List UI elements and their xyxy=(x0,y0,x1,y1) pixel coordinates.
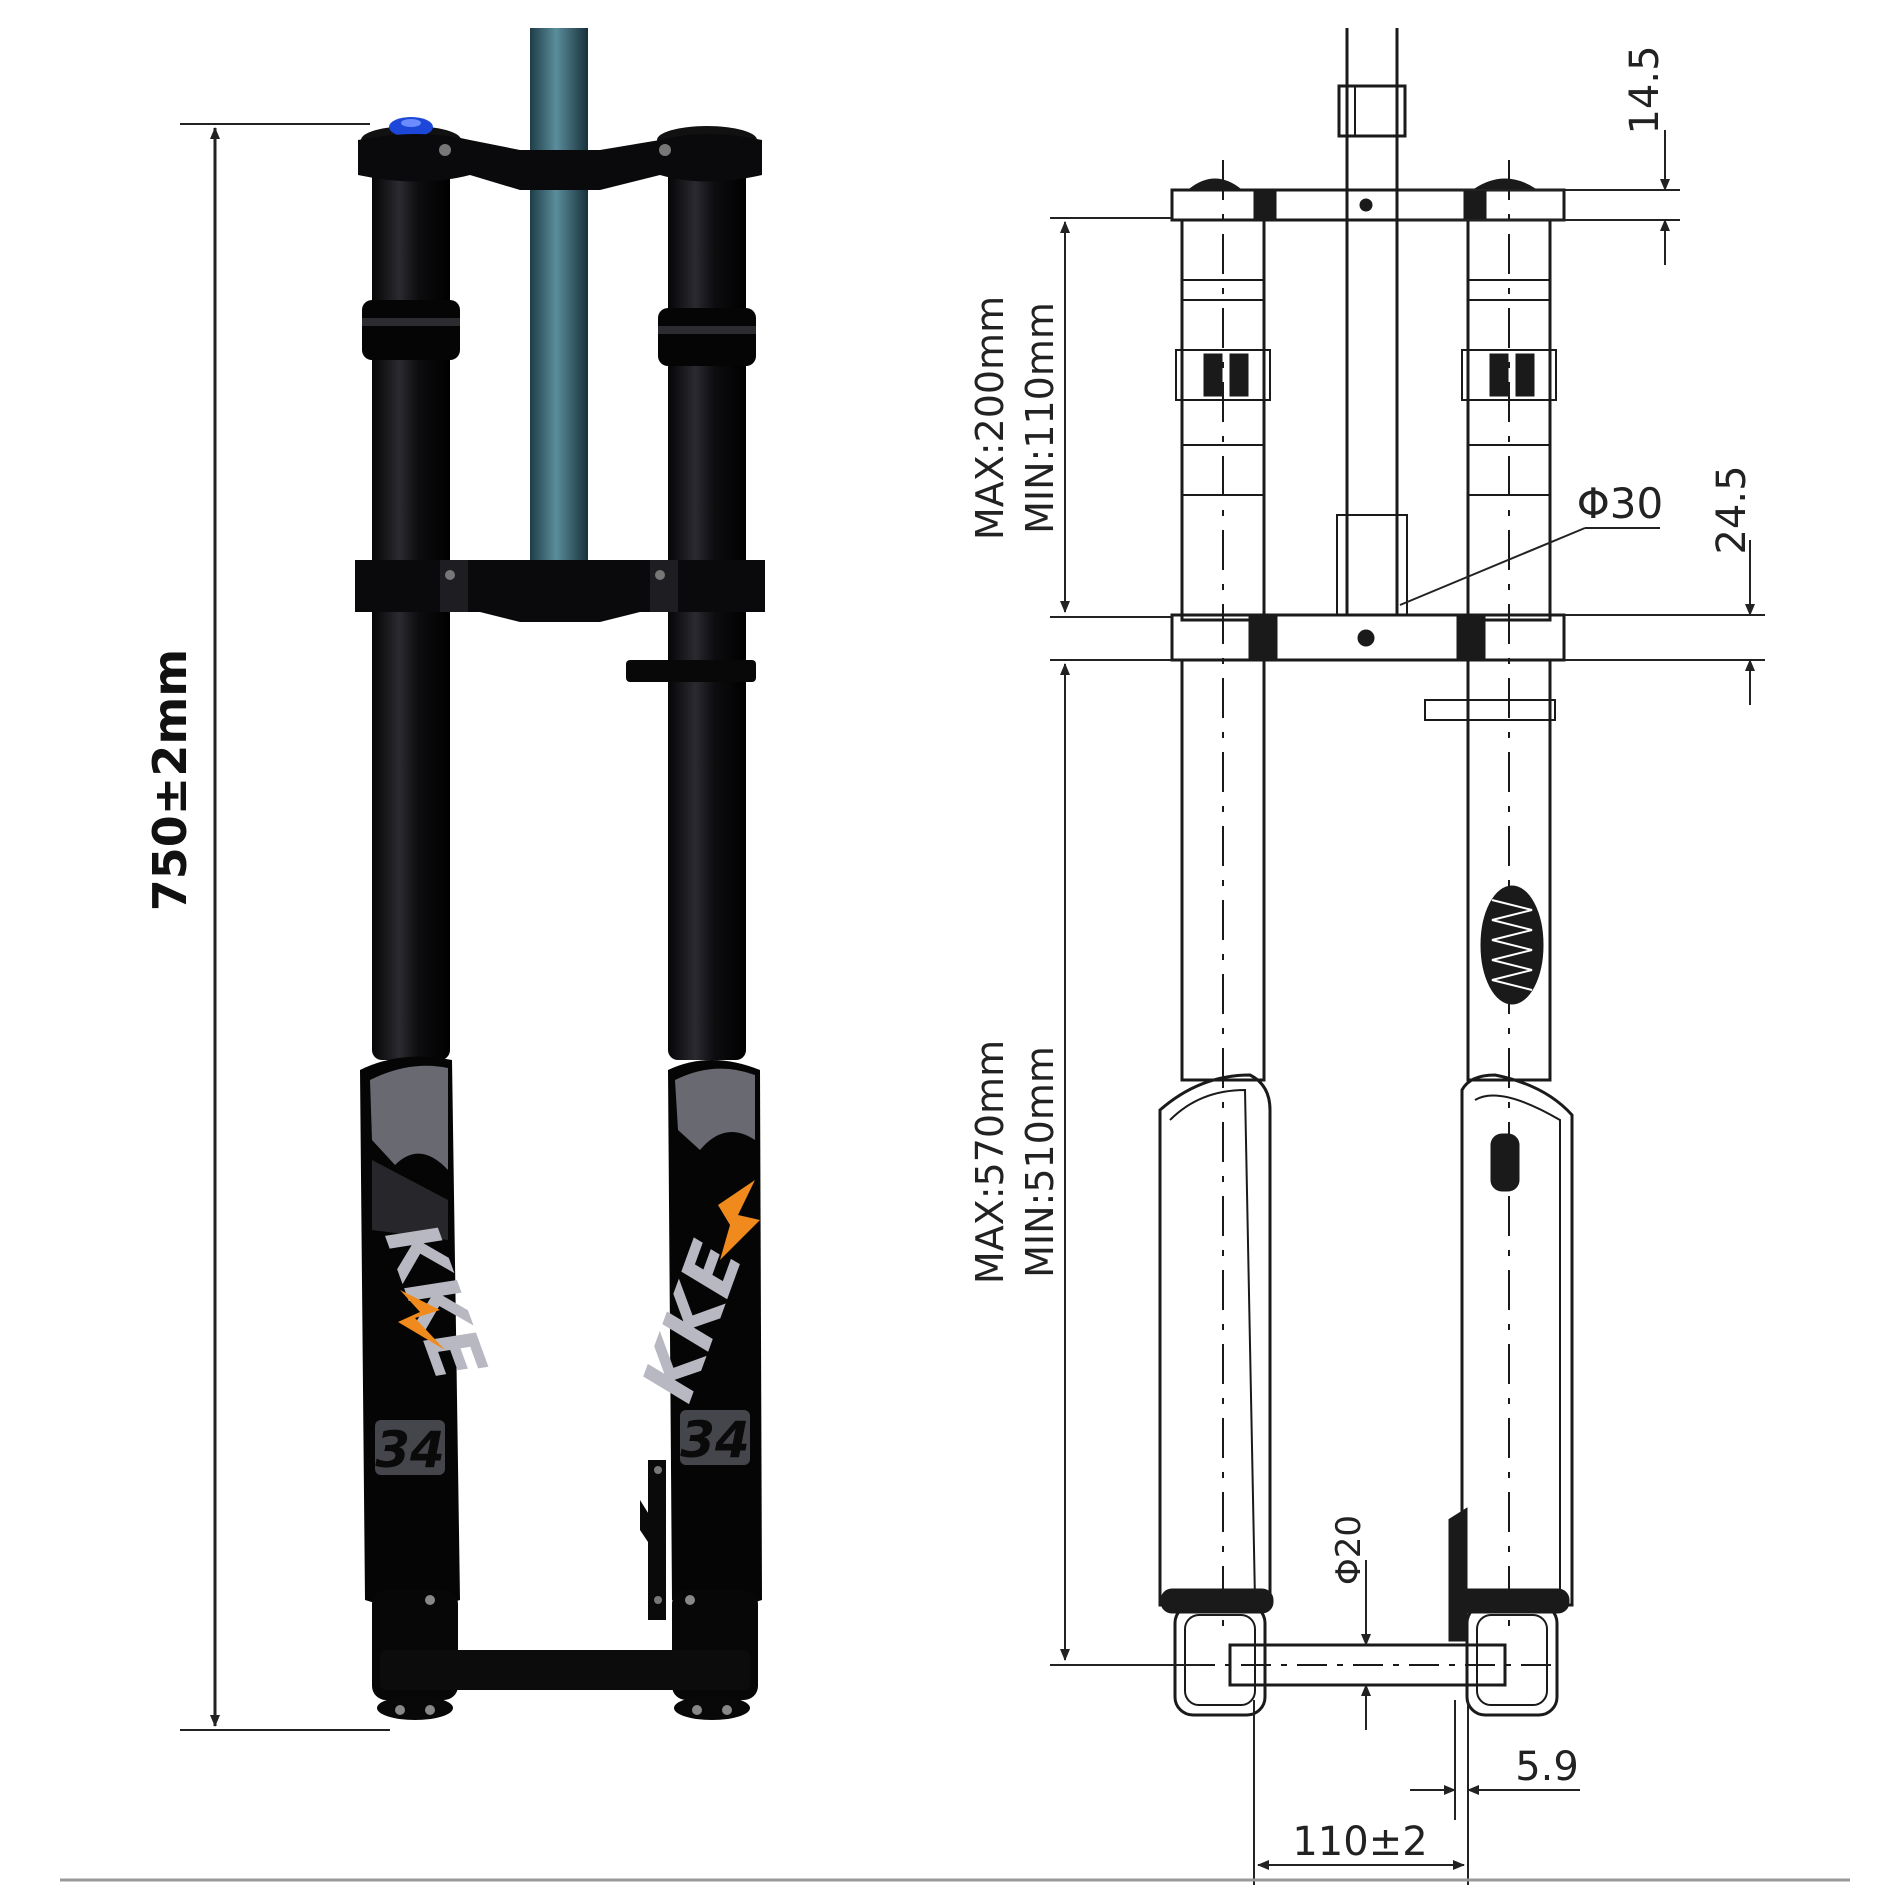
brake-mount xyxy=(640,1460,666,1620)
steerer-tube xyxy=(530,28,588,568)
top-offset-label: 14.5 xyxy=(1622,45,1668,134)
fork-drawing xyxy=(1158,28,1574,1717)
hose-guide xyxy=(626,660,756,682)
drawing-top-crown xyxy=(1170,188,1566,222)
drawing-dimensions xyxy=(1050,130,1765,1885)
upper-travel-max-label: MAX:200mm xyxy=(968,296,1012,540)
left-upper-ring xyxy=(362,300,460,360)
lower-travel-min-label: MIN:510mm xyxy=(1018,1046,1062,1278)
drawing-left-lower-tube xyxy=(1180,658,1266,1082)
axle-diameter-label: Φ20 xyxy=(1329,1515,1369,1585)
dropout-offset-label: 5.9 xyxy=(1515,1744,1579,1790)
drawing-right-lower-leg xyxy=(1460,1073,1574,1607)
left-leg-number: 34 xyxy=(375,1421,445,1479)
drawing-right-lower-tube xyxy=(1466,658,1552,1082)
lower-travel-max-label: MAX:570mm xyxy=(968,1040,1012,1284)
axle-width-label: 110±2 xyxy=(1292,1819,1427,1865)
overall-length-dimension: 750±2mm xyxy=(143,123,390,1731)
crown-thickness-label: 24.5 xyxy=(1709,465,1755,554)
drawing-left-lower-leg xyxy=(1158,1073,1272,1607)
upper-travel-min-label: MIN:110mm xyxy=(1018,302,1062,534)
overall-length-label: 750±2mm xyxy=(143,649,197,911)
axle xyxy=(380,1650,750,1690)
right-upper-ring xyxy=(658,308,756,366)
fork-photo: 750±2mm KKE xyxy=(143,28,765,1731)
steerer-diameter-label: Φ30 xyxy=(1577,479,1664,528)
drawing-bottom-crown xyxy=(1170,613,1566,662)
right-leg-number: 34 xyxy=(680,1411,750,1469)
